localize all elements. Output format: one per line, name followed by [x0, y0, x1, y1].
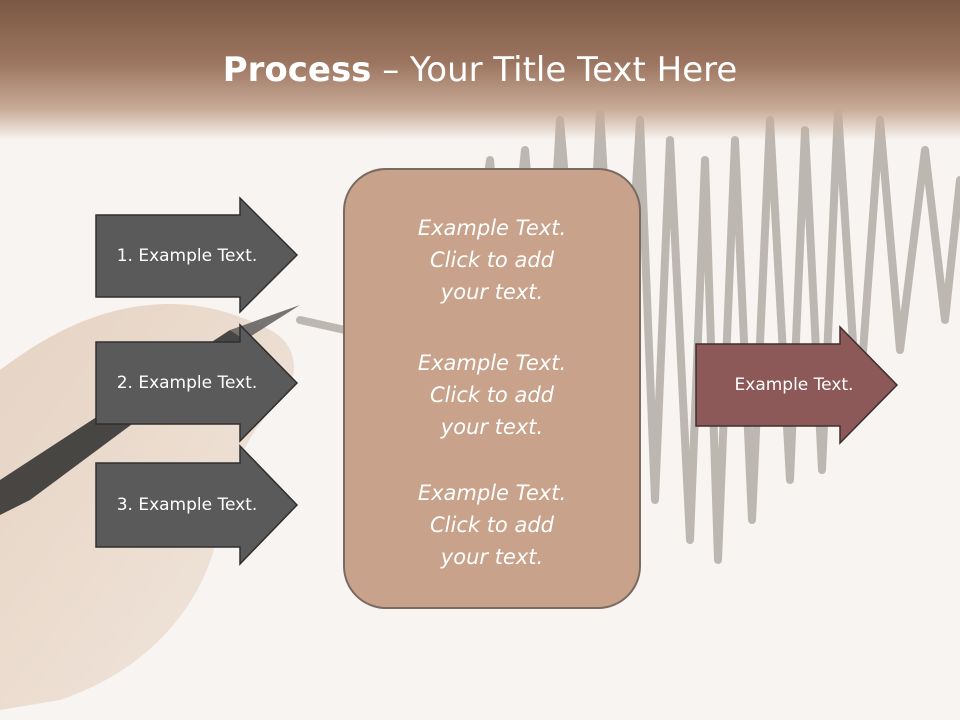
- box-line: Click to add: [429, 383, 554, 407]
- title-bold: Process: [222, 50, 372, 90]
- center-box[interactable]: [343, 168, 641, 609]
- input-label-3: 3. Example Text.: [116, 495, 258, 515]
- input-arrow-1[interactable]: [95, 196, 299, 314]
- box-line: your text.: [440, 415, 544, 439]
- box-line: Example Text.: [417, 351, 567, 375]
- title-rest: – Your Title Text Here: [371, 50, 738, 90]
- output-label: Example Text.: [734, 375, 854, 395]
- output-arrow[interactable]: [695, 325, 899, 445]
- box-line: Example Text.: [417, 481, 567, 505]
- input-arrow-3[interactable]: [95, 444, 299, 566]
- input-label-1: 1. Example Text.: [116, 246, 258, 266]
- header-band: [0, 0, 960, 140]
- box-line: Click to add: [429, 248, 554, 272]
- input-arrow-2[interactable]: [95, 323, 299, 443]
- box-paragraph-2: Example Text. Click to add your text.: [346, 347, 638, 443]
- box-line: your text.: [440, 280, 544, 304]
- box-paragraph-3: Example Text. Click to add your text.: [346, 477, 638, 573]
- page-title: Process – Your Title Text Here: [0, 50, 960, 90]
- box-paragraph-1: Example Text. Click to add your text.: [346, 212, 638, 308]
- box-line: your text.: [440, 545, 544, 569]
- box-line: Click to add: [429, 513, 554, 537]
- input-label-2: 2. Example Text.: [116, 373, 258, 393]
- box-line: Example Text.: [417, 216, 567, 240]
